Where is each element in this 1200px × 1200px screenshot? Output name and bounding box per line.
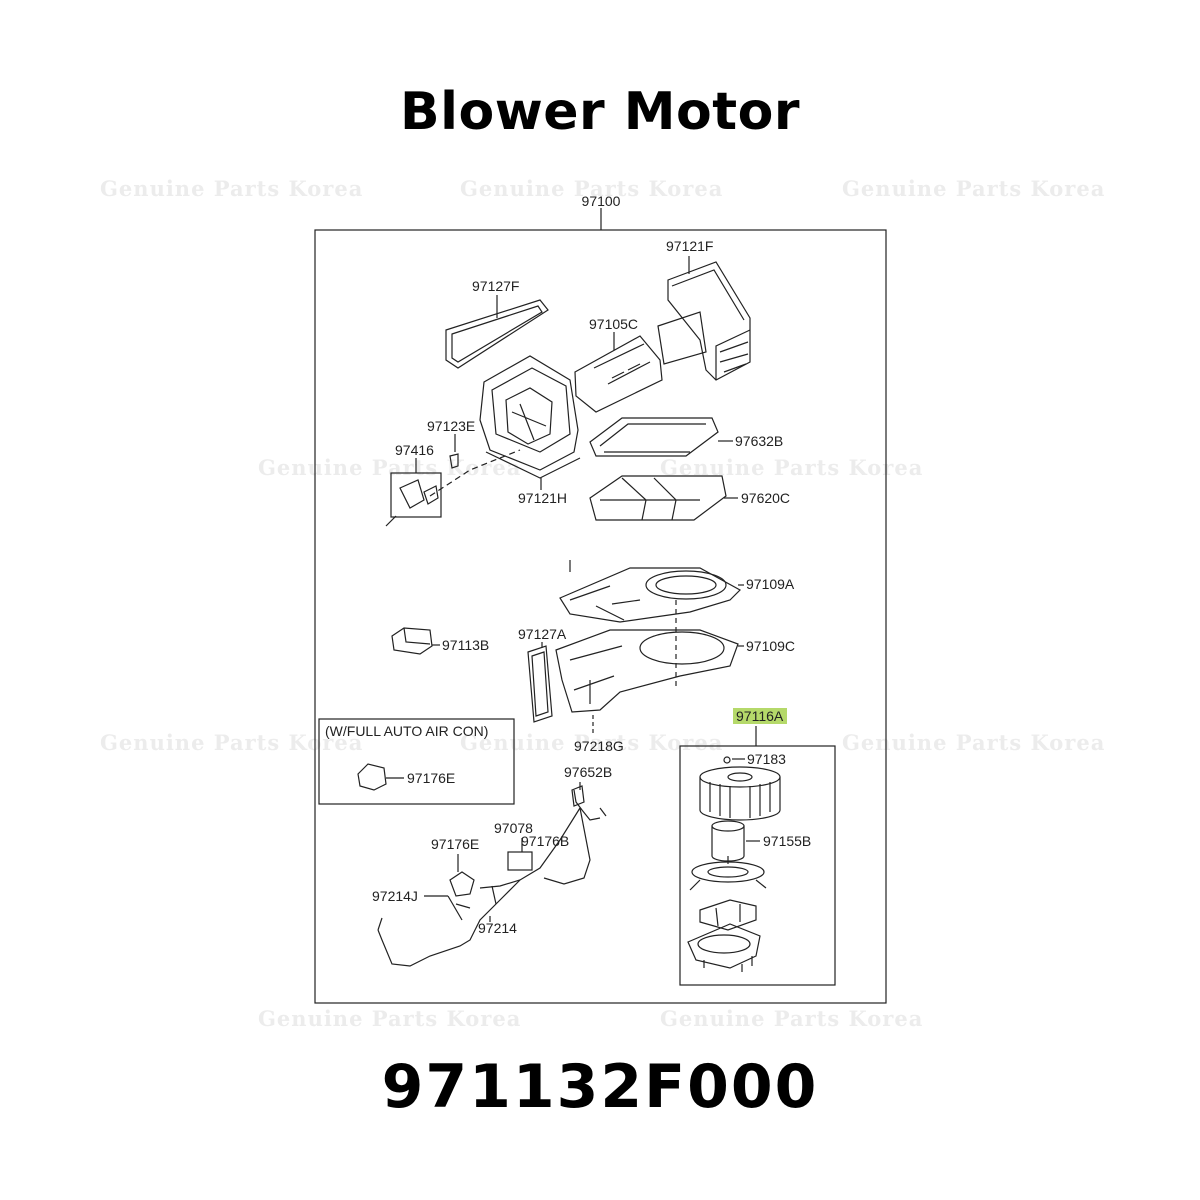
lower-case-97109C bbox=[555, 629, 744, 735]
part-number: 971132F000 bbox=[381, 1052, 819, 1122]
watermark: Genuine Parts Korea bbox=[460, 730, 724, 755]
label-97109C: 97109C bbox=[746, 638, 795, 654]
label-auto-aircon: (W/FULL AUTO AIR CON) bbox=[325, 723, 488, 739]
label-97127A: 97127A bbox=[518, 626, 567, 642]
label-97116A: 97116A bbox=[736, 708, 784, 724]
label-97652B: 97652B bbox=[564, 764, 612, 780]
watermark: Genuine Parts Korea bbox=[460, 176, 724, 201]
motor-cover bbox=[687, 899, 761, 972]
label-97127F: 97127F bbox=[472, 278, 519, 294]
intake-duct-97121F bbox=[657, 256, 751, 381]
label-97632B: 97632B bbox=[735, 433, 783, 449]
label-97105C: 97105C bbox=[589, 316, 638, 332]
label-97121F: 97121F bbox=[666, 238, 713, 254]
watermark: Genuine Parts Korea bbox=[100, 176, 364, 201]
label-97113B: 97113B bbox=[442, 637, 489, 653]
screw-97123E bbox=[449, 434, 459, 469]
label-97109A: 97109A bbox=[746, 576, 795, 592]
sensor-97176E bbox=[449, 854, 475, 897]
intake-housing-97121H bbox=[479, 355, 581, 490]
label-97123E: 97123E bbox=[427, 418, 475, 434]
wiring-harness bbox=[377, 789, 607, 967]
page-title: Blower Motor bbox=[400, 82, 800, 142]
connector-97078 bbox=[507, 838, 533, 871]
connector-97652B bbox=[571, 782, 585, 807]
label-97620C: 97620C bbox=[741, 490, 790, 506]
filter-97632B bbox=[589, 417, 733, 457]
watermark: Genuine Parts Korea bbox=[842, 176, 1106, 201]
watermark: Genuine Parts Korea bbox=[258, 1006, 522, 1031]
motor-97155B bbox=[711, 820, 760, 864]
label-97214J: 97214J bbox=[372, 888, 418, 904]
label-97183: 97183 bbox=[747, 751, 786, 767]
upper-case-97109A bbox=[559, 560, 744, 690]
label-97214: 97214 bbox=[478, 920, 517, 936]
label-97218G: 97218G bbox=[574, 738, 624, 754]
label-97078: 97078 bbox=[494, 820, 533, 836]
blower-fan-97116A bbox=[699, 756, 781, 821]
auto-aircon-box bbox=[318, 718, 515, 805]
highlight-97116A bbox=[733, 708, 787, 724]
door-97105C bbox=[574, 332, 663, 413]
resistor-97113B bbox=[391, 627, 440, 655]
filter-cover-97620C bbox=[589, 475, 738, 521]
sensor-97176E-box bbox=[357, 763, 404, 791]
label-97176E-box: 97176E bbox=[407, 770, 455, 786]
actuator-97416 bbox=[385, 458, 442, 527]
label-97155B: 97155B bbox=[763, 833, 811, 849]
watermark: Genuine Parts Korea bbox=[660, 1006, 924, 1031]
label-97176B: 97176B bbox=[521, 833, 569, 849]
seal-97127F bbox=[445, 295, 549, 369]
label-97121H: 97121H bbox=[518, 490, 567, 506]
seal-97127A bbox=[527, 642, 553, 723]
motor-plate bbox=[689, 861, 767, 891]
label-97100: 97100 bbox=[582, 193, 621, 209]
label-97176E: 97176E bbox=[431, 836, 479, 852]
label-97416: 97416 bbox=[395, 442, 434, 458]
motor-box-97116A bbox=[679, 745, 836, 986]
